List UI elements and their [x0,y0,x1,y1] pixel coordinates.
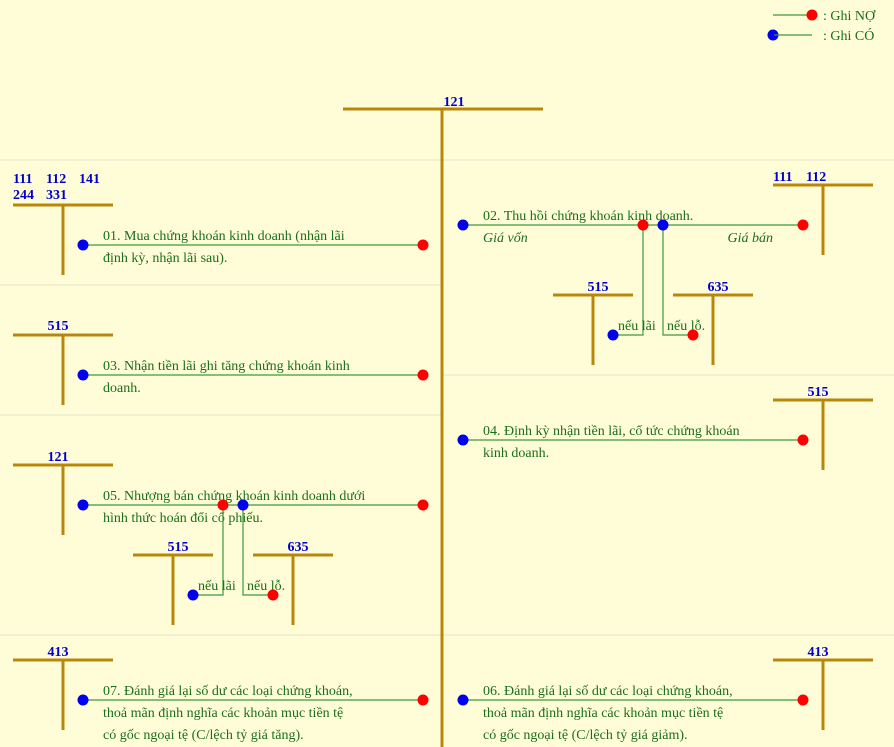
debit-dot [797,434,809,446]
entry-desc-line-2: thoả mãn định nghĩa các khoản mục tiền t… [103,706,343,721]
gain-connector [193,505,224,596]
gain-label: nếu lãi [618,319,656,334]
gain-connector [613,225,644,336]
entry-desc-line-2: thoả mãn định nghĩa các khoản mục tiền t… [483,706,723,721]
loss-label: nếu lỗ. [247,579,285,594]
debit-dot [797,694,809,706]
debit-dot [417,499,429,511]
credit-dot [77,369,89,381]
entry-04: 515 04. Định kỳ nhận tiền lãi, cổ tức ch… [457,385,873,470]
legend-debit-label: : Ghi NỢ [823,9,876,24]
entry-06: 413 06. Đánh giá lại số dư các loại chứn… [457,645,873,743]
cost-label: Giá vốn [483,231,528,246]
entry-desc-line-2: doanh. [103,381,141,396]
legend-credit-label: : Ghi CÓ [823,27,874,44]
account-label-112: 112 [46,172,66,187]
price-label: Giá bán [728,231,774,246]
entry-desc-line-1: 05. Nhượng bán chứng khoán kinh doanh dư… [103,489,365,504]
entry-desc-line-1: 01. Mua chứng khoán kinh doanh (nhận lãi [103,229,345,244]
credit-dot [457,434,469,446]
credit-dot [607,329,619,341]
account-label-515: 515 [808,385,829,400]
entry-desc-line-1: 03. Nhận tiền lãi ghi tăng chứng khoán k… [103,359,350,374]
debit-dot [637,219,649,231]
account-label-515-sub: 515 [168,540,189,555]
account-label-121: 121 [48,450,69,465]
account-label-111: 111 [773,170,792,185]
account-label-141: 141 [79,172,100,187]
account-label-center: 121 [444,95,465,110]
debit-dot [797,219,809,231]
credit-dot [77,499,89,511]
debit-dot [417,239,429,251]
entry-07: 413 07. Đánh giá lại số dư các loại chứn… [13,645,429,743]
entry-02: 111 112 02. Thu hồi chứng khoán kinh doa… [457,170,873,365]
debit-dot [217,499,229,511]
t-account-121-center: 121 [343,95,543,747]
debit-dot [267,589,279,601]
account-label-515: 515 [48,319,69,334]
account-label-635-sub: 635 [288,540,309,555]
entry-desc-line-2: kinh doanh. [483,446,549,461]
entry-desc-line-3: có gốc ngoại tệ (C/lệch tỷ giá giảm). [483,728,688,743]
entry-desc-line-2: hình thức hoán đổi cổ phiếu. [103,511,263,526]
credit-dot [237,499,249,511]
debit-dot [417,694,429,706]
entry-03: 515 03. Nhận tiền lãi ghi tăng chứng kho… [13,319,429,405]
account-label-112: 112 [806,170,826,185]
credit-dot [657,219,669,231]
loss-connector [242,505,273,596]
entry-01: 111 112 141 244 331 01. Mua chứng khoán … [13,172,429,275]
account-label-413: 413 [808,645,829,660]
legend: : Ghi NỢ : Ghi CÓ [767,9,876,44]
account-label-635-sub: 635 [708,280,729,295]
legend-debit-dot [806,9,818,21]
account-label-515-sub: 515 [588,280,609,295]
legend-credit-dot [767,29,779,41]
entry-desc-line-3: có gốc ngoại tệ (C/lệch tỷ giá tăng). [103,728,304,743]
debit-dot [417,369,429,381]
account-label-413: 413 [48,645,69,660]
credit-dot [77,239,89,251]
entry-desc-line-1: 07. Đánh giá lại số dư các loại chứng kh… [103,684,353,699]
credit-dot [457,219,469,231]
account-label-244: 244 [13,188,34,203]
loss-connector [662,225,693,336]
credit-dot [77,694,89,706]
gain-label: nếu lãi [198,579,236,594]
account-label-111: 111 [13,172,32,187]
entry-05: 121 05. Nhượng bán chứng khoán kinh doan… [13,450,429,625]
debit-dot [687,329,699,341]
entry-desc-line-1: 06. Đánh giá lại số dư các loại chứng kh… [483,684,733,699]
account-label-331: 331 [46,188,67,203]
loss-label: nếu lỗ. [667,319,705,334]
credit-dot [187,589,199,601]
entry-desc-line-1: 04. Định kỳ nhận tiền lãi, cổ tức chứng … [483,424,740,439]
entry-desc-line-2: định kỳ, nhận lãi sau). [103,251,227,266]
credit-dot [457,694,469,706]
